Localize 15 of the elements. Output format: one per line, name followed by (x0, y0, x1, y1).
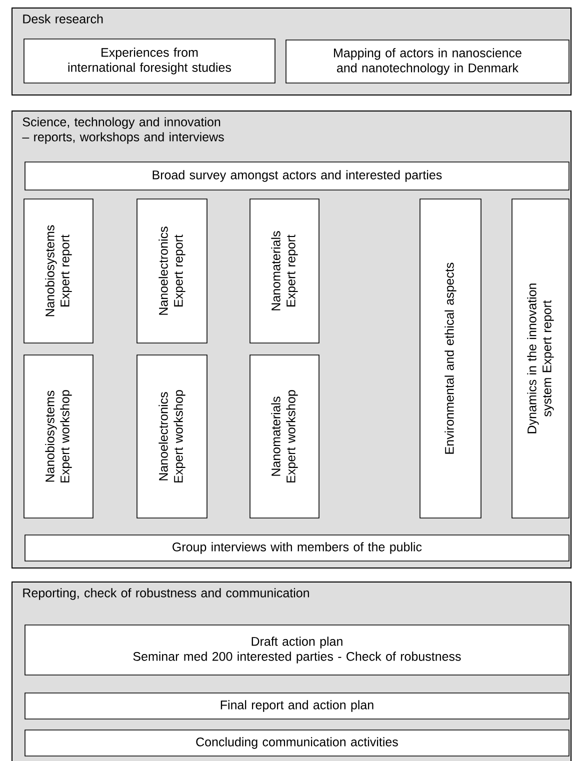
text-box: Nanobiosystems Expert workshop (24, 354, 94, 518)
text-box: Draft action plan Seminar med 200 interested parties - Check of robustness (24, 624, 570, 676)
text-box: Nanomaterials Expert workshop (250, 354, 320, 518)
text-box: Broad survey amongst actors and interested parties (24, 162, 570, 190)
text-box: Final report and action plan (24, 692, 570, 720)
text-box: Nanobiosystems Expert report (24, 198, 94, 344)
text-box: Nanomaterials Expert report (250, 198, 320, 344)
text-box: Concluding communication activities (24, 730, 570, 756)
text-box: Mapping of actors in nanoscience and nanotechnology in Denmark (286, 40, 570, 84)
text-box: Environmental and ethical aspects (420, 198, 482, 518)
text-box: Dynamics in the innovation system Expert report (512, 198, 570, 518)
text-box: Nanoelectronics Expert report (136, 198, 208, 344)
text-box: Nanoelectronics Expert workshop (136, 354, 208, 518)
text-box: Group interviews with members of the public (24, 534, 570, 562)
text-box: Experiences from international foresight studies (24, 38, 276, 84)
